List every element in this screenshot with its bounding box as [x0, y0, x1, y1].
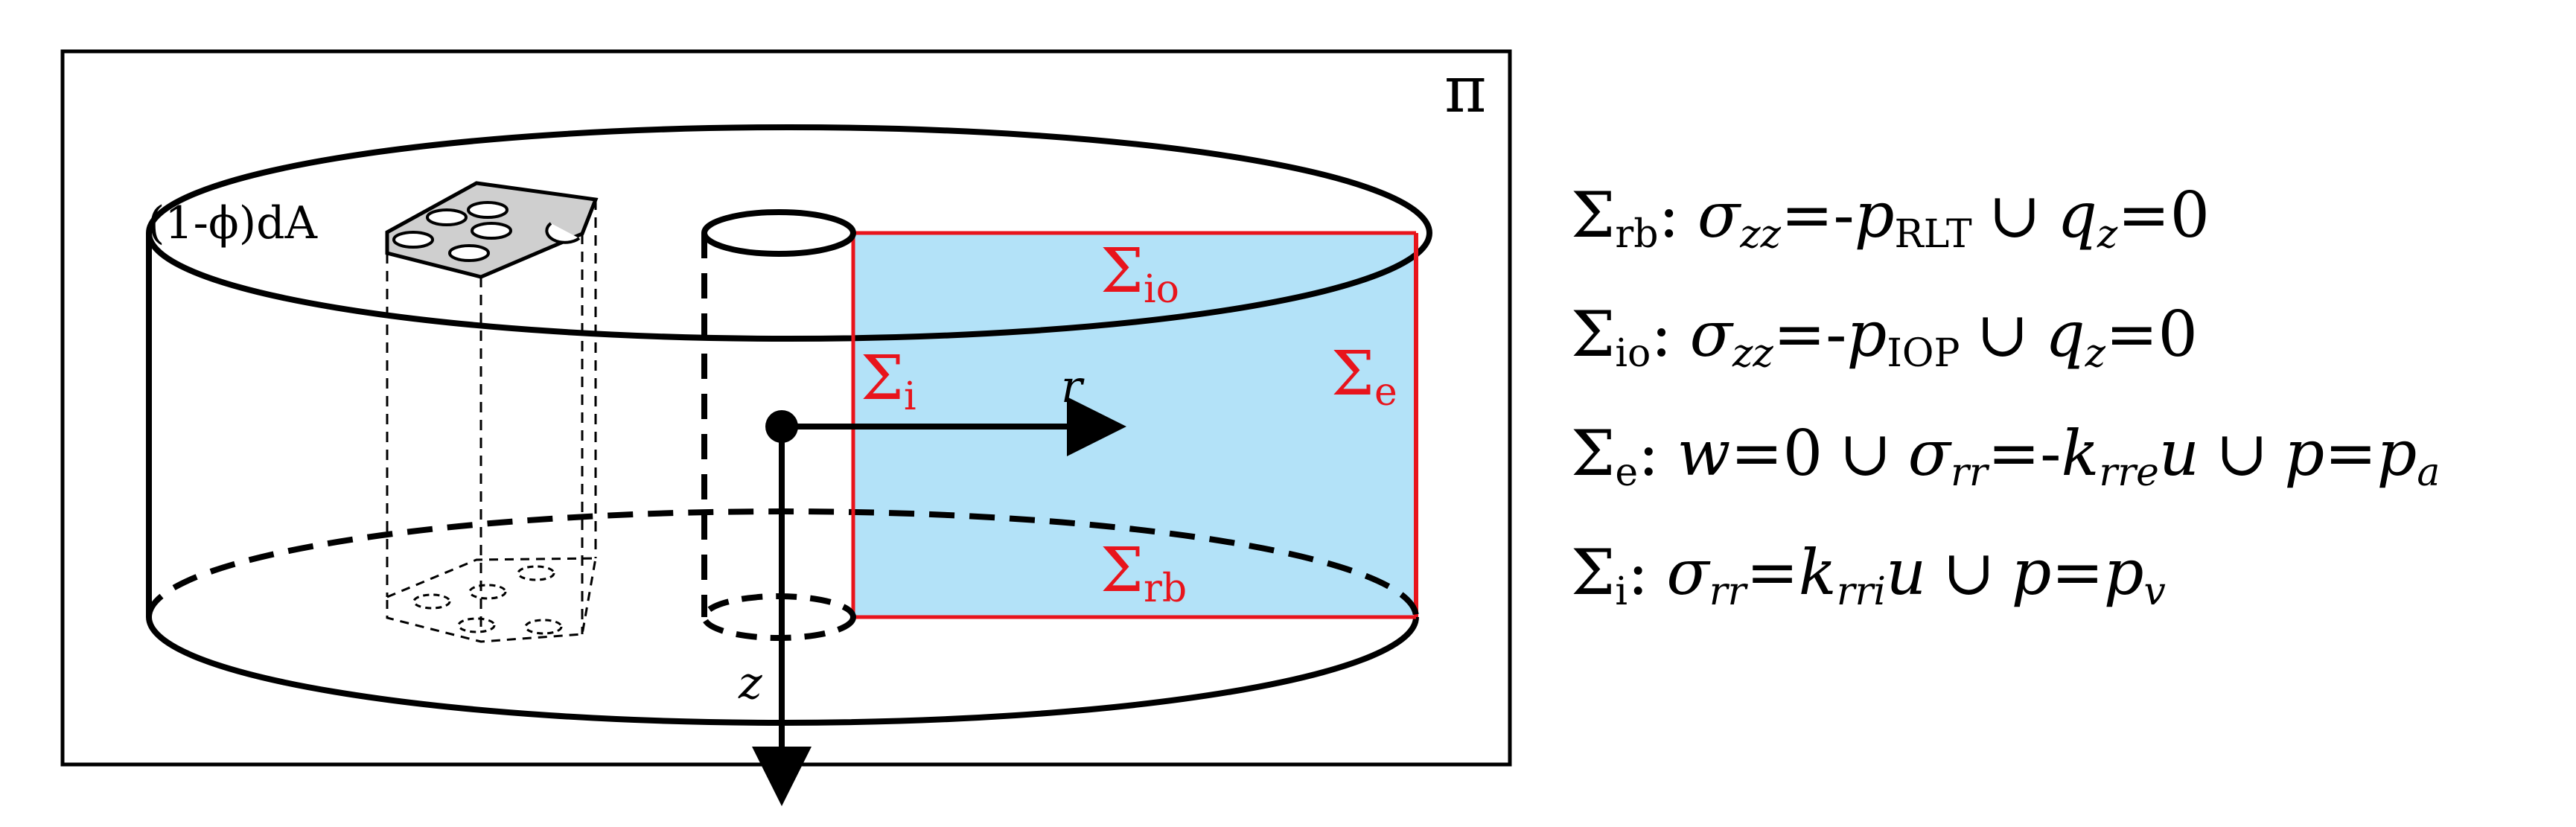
pore-hole [467, 201, 508, 219]
pore-hole [457, 617, 496, 633]
pore-hole [448, 244, 490, 262]
equation-io: Σio:σzz=-pIOP∪qz=0 [1571, 298, 2198, 376]
pore-hole [426, 208, 468, 226]
surface-label-e: Σe [1331, 339, 1397, 415]
z-axis-label: z [738, 657, 762, 709]
pore-hole [412, 593, 451, 610]
pore-hole [471, 222, 512, 240]
r-axis-label: r [1061, 361, 1085, 413]
pore-hole [392, 231, 434, 249]
porous-element [385, 181, 599, 643]
bore-top [701, 209, 856, 257]
equation-e: Σe:w=0∪σrr=-krreu∪p=pa [1571, 417, 2440, 495]
pore-hole [524, 619, 563, 635]
porosity-label: (1-ϕ)dA [147, 197, 318, 249]
pore-hole [468, 584, 507, 600]
panel-label: π [1444, 53, 1487, 127]
equation-rb: Σrb:σzz=-pRLT∪qz=0 [1571, 179, 2210, 257]
surface-label-io: Σio [1100, 236, 1179, 312]
surface-label-rb: Σrb [1100, 535, 1187, 611]
pore-hole [517, 565, 555, 581]
surface-label-i: Σi [861, 343, 916, 419]
pore-notch [545, 222, 581, 244]
equation-i: Σi:σrr=krriu∪p=pv [1571, 536, 2166, 614]
porous-bottom-face [386, 557, 597, 643]
